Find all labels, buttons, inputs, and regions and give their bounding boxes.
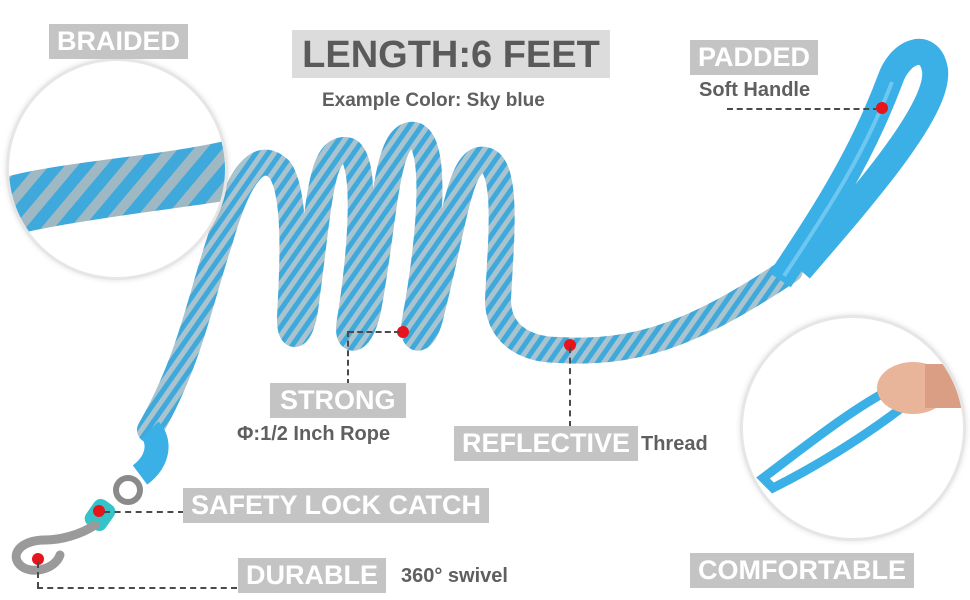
durable-marker	[32, 553, 44, 565]
comfortable-detail-circle	[740, 315, 966, 541]
comfortable-tag: COMFORTABLE	[690, 553, 914, 588]
page-title: LENGTH:6 FEET	[292, 30, 610, 78]
reflective-tag: REFLECTIVE	[454, 426, 639, 461]
durable-tag: DURABLE	[238, 558, 386, 593]
strong-tag: STRONG	[270, 383, 406, 418]
padded-tag: PADDED	[690, 40, 819, 75]
swivel	[113, 475, 143, 505]
color-subtitle: Example Color: Sky blue	[322, 90, 545, 111]
strong-connector-h	[348, 331, 400, 333]
padded-connector	[727, 108, 879, 110]
braided-detail-circle	[6, 58, 228, 280]
durable-connector-h	[37, 587, 237, 589]
reflective-marker	[564, 339, 576, 351]
webbing	[132, 421, 169, 485]
strong-connector-v	[347, 331, 349, 385]
safety-lock-tag: SAFETY LOCK CATCH	[183, 488, 489, 523]
durable-subtitle: 360° swivel	[401, 565, 508, 587]
hand-holding-handle	[756, 362, 963, 494]
padded-subtitle: Soft Handle	[699, 79, 811, 101]
braided-rope-closeup	[9, 141, 225, 236]
padded-marker	[876, 102, 888, 114]
rope	[137, 122, 803, 443]
reflective-subtitle: Thread	[641, 433, 708, 455]
braided-tag: BRAIDED	[49, 24, 189, 59]
snap-hook	[11, 520, 100, 575]
durable-connector-v	[37, 562, 39, 588]
reflective-connector	[569, 347, 571, 427]
safety-connector	[104, 511, 184, 513]
safety-marker	[93, 505, 105, 517]
strong-subtitle: Φ:1/2 Inch Rope	[237, 423, 391, 445]
strong-marker	[397, 326, 409, 338]
